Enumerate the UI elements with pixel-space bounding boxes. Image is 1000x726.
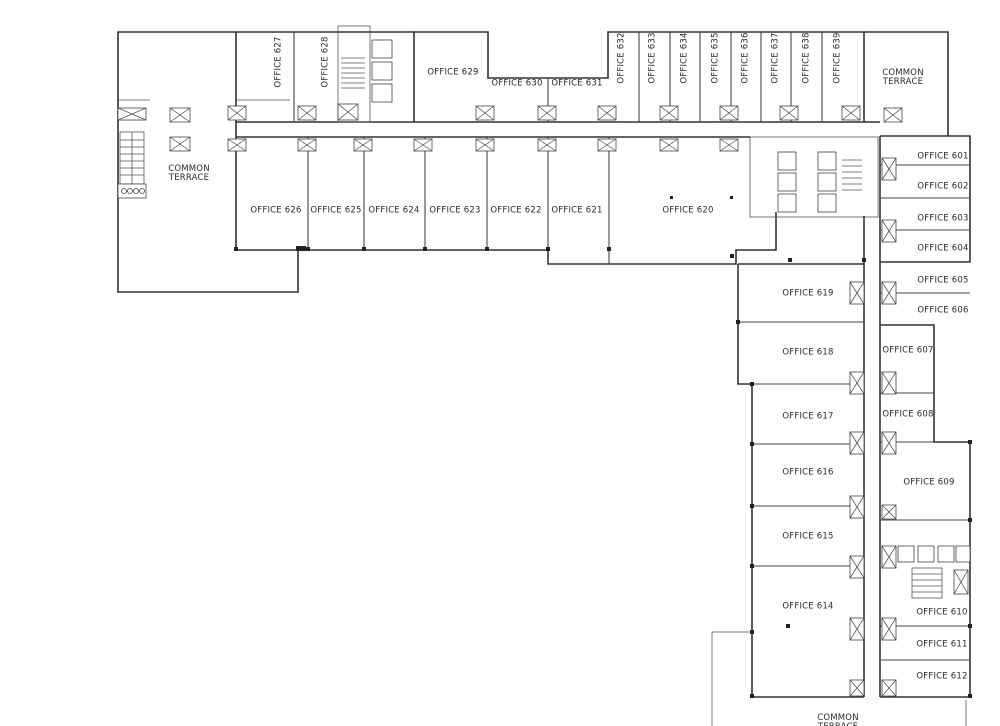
office-label: OFFICE 637 bbox=[771, 32, 781, 83]
office-label: OFFICE 621 bbox=[551, 206, 602, 216]
office-label: OFFICE 630 bbox=[491, 79, 542, 89]
office-label: OFFICE 631 bbox=[551, 79, 602, 89]
office-label: OFFICE 614 bbox=[782, 602, 833, 612]
office-label: OFFICE 606 bbox=[917, 306, 968, 316]
office-label: OFFICE 626 bbox=[250, 206, 301, 216]
office-label: OFFICE 634 bbox=[680, 32, 690, 83]
office-label: OFFICE 638 bbox=[802, 32, 812, 83]
east-core bbox=[897, 545, 971, 599]
north-core bbox=[337, 25, 393, 123]
corridor-fixtures-north bbox=[227, 105, 903, 152]
office-label: OFFICE 603 bbox=[917, 214, 968, 224]
office-label: OFFICE 607 bbox=[882, 346, 933, 356]
office-label: OFFICE 617 bbox=[782, 412, 833, 422]
office-label: OFFICE 629 bbox=[427, 68, 478, 78]
office-label: OFFICE 608 bbox=[882, 410, 933, 420]
office-label: OFFICE 623 bbox=[429, 206, 480, 216]
office-label: OFFICE 612 bbox=[916, 672, 967, 682]
east-wing-walls bbox=[711, 135, 971, 726]
office-label: OFFICE 615 bbox=[782, 532, 833, 542]
office-label: OFFICE 622 bbox=[490, 206, 541, 216]
office-label: OFFICE 611 bbox=[916, 640, 967, 650]
corner-core bbox=[749, 136, 879, 218]
office-label: OFFICE 624 bbox=[368, 206, 419, 216]
office-label: OFFICE 632 bbox=[617, 32, 627, 83]
west-terrace-outline bbox=[117, 31, 299, 293]
terrace-label: COMMON bbox=[168, 164, 210, 174]
office-label: OFFICE 604 bbox=[917, 244, 968, 254]
office-label: OFFICE 628 bbox=[321, 36, 331, 87]
office-label: OFFICE 601 bbox=[917, 152, 968, 162]
terrace-labels: COMMONTERRACECOMMONTERRACECOMMONTERRACE bbox=[168, 68, 924, 726]
west-stair bbox=[117, 107, 191, 199]
terrace-label: COMMON bbox=[817, 713, 859, 723]
north-partitions-south bbox=[307, 137, 610, 264]
office-label: OFFICE 619 bbox=[782, 289, 833, 299]
office-label: OFFICE 616 bbox=[782, 468, 833, 478]
office-label: OFFICE 602 bbox=[917, 182, 968, 192]
office-label: OFFICE 633 bbox=[648, 32, 658, 83]
corridor-fixtures-east bbox=[849, 157, 897, 697]
terrace-label: TERRACE bbox=[168, 173, 209, 183]
terrace-label: COMMON bbox=[882, 68, 924, 78]
office-label: OFFICE 627 bbox=[274, 36, 284, 87]
office-label: OFFICE 639 bbox=[833, 32, 843, 83]
office-label: OFFICE 618 bbox=[782, 348, 833, 358]
office-label: OFFICE 605 bbox=[917, 276, 968, 286]
office-label: OFFICE 625 bbox=[310, 206, 361, 216]
office-label: OFFICE 609 bbox=[903, 478, 954, 488]
structural-columns bbox=[234, 196, 972, 698]
office-label: OFFICE 636 bbox=[741, 32, 751, 83]
office-label: OFFICE 610 bbox=[916, 608, 967, 618]
office-label: OFFICE 635 bbox=[711, 32, 721, 83]
terrace-label: TERRACE bbox=[882, 77, 923, 87]
office-label: OFFICE 620 bbox=[662, 206, 713, 216]
terrace-label: TERRACE bbox=[817, 722, 858, 726]
